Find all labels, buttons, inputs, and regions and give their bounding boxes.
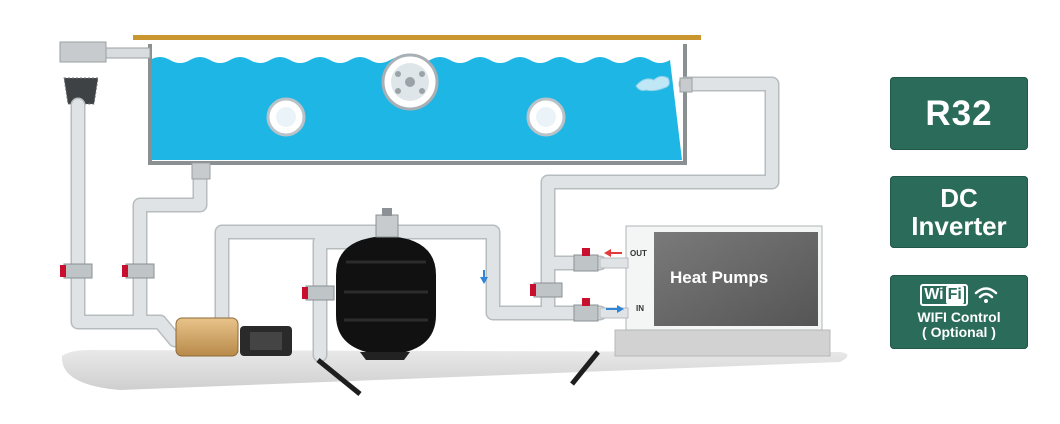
r32-text: R32 <box>925 93 993 133</box>
pool-light-right <box>526 97 566 137</box>
arrow-down-icon <box>480 270 488 284</box>
arrow-left-icon <box>604 249 622 257</box>
wifi-optional-text: ( Optional ) <box>922 324 996 340</box>
r32-badge: R32 <box>890 77 1028 150</box>
out-port-label: OUT <box>630 249 647 258</box>
dc-text: DC <box>940 183 978 213</box>
valve-drain-line <box>122 263 155 279</box>
pool-skimmer-drain <box>381 53 439 111</box>
wifi-logo-fi: Fi <box>945 286 964 304</box>
valve-heat-pump-in <box>573 298 599 322</box>
valve-skimmer-line <box>60 263 93 279</box>
heat-pump-unit: OUT IN Heat Pumps <box>599 225 823 331</box>
valve-bypass <box>530 282 563 298</box>
dc-inverter-badge: DC Inverter <box>890 176 1028 248</box>
wifi-logo-wi: Wi <box>924 286 944 303</box>
valve-filter-line <box>302 285 335 301</box>
piping <box>70 76 780 363</box>
inverter-text: Inverter <box>911 211 1007 241</box>
water-pump <box>175 317 292 357</box>
pool-light-left <box>266 97 306 137</box>
skimmer-box <box>59 41 151 105</box>
return-jet-spray <box>635 75 670 92</box>
arrow-right-icon <box>606 305 624 313</box>
heat-pump-label: Heat Pumps <box>670 268 768 287</box>
wifi-icon <box>974 287 998 303</box>
wifi-control-text: WIFI Control <box>917 309 1001 325</box>
return-inlet <box>679 77 693 93</box>
valve-heat-pump-out <box>573 248 599 272</box>
pool <box>59 35 701 165</box>
sand-filter <box>336 208 436 360</box>
in-port-label: IN <box>636 304 644 313</box>
filter-supports <box>316 350 600 396</box>
main-drain-outlet <box>191 162 211 180</box>
